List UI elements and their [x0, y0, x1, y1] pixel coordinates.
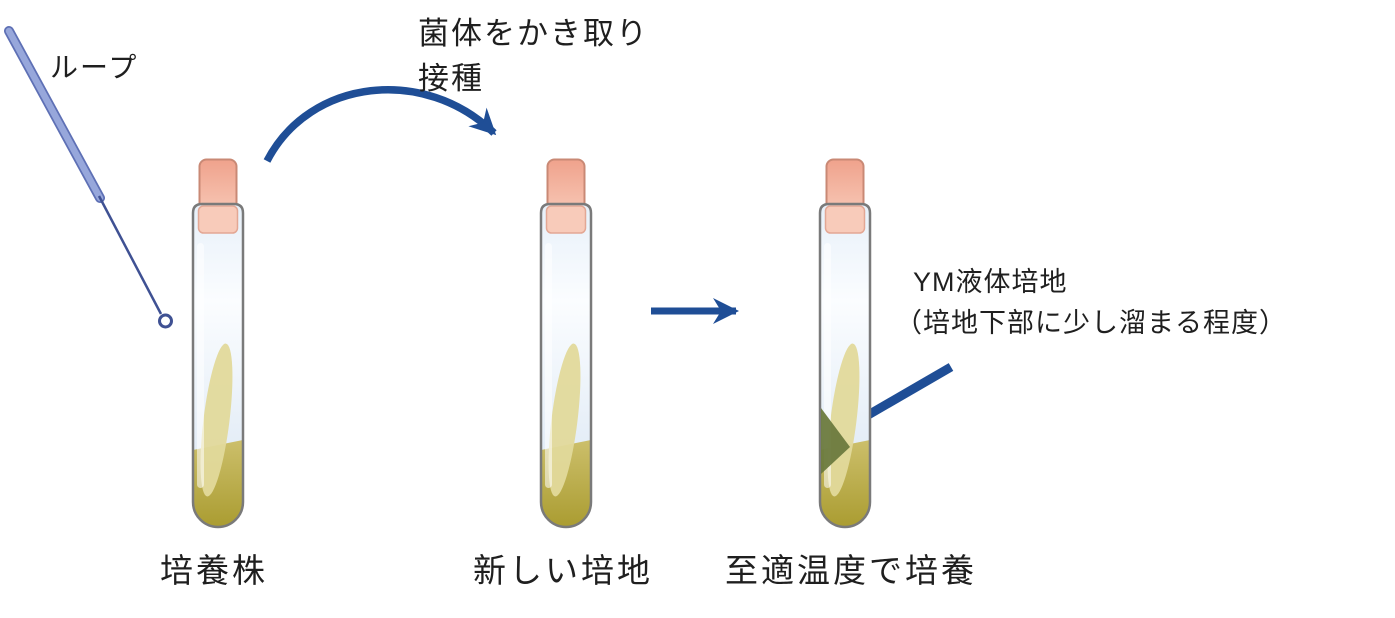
- pooled-liquid-medium: [821, 408, 850, 474]
- inoculation-loop: [4, 26, 173, 329]
- new-medium-label: 新しい培地: [473, 552, 653, 589]
- loop-handle: [5, 27, 104, 202]
- transfer-note: 菌体をかき取り 接種: [418, 12, 649, 102]
- transfer-note-line2: 接種: [418, 60, 484, 96]
- test-tube-incubation: [820, 160, 870, 531]
- transfer-arrow-curved: [263, 86, 497, 163]
- loop-ring-icon: [158, 313, 173, 329]
- incubation-label: 至適温度で培養: [725, 552, 977, 589]
- loop-label: ループ: [50, 52, 139, 83]
- transfer-note-line1: 菌体をかき取り: [418, 16, 649, 51]
- culture-stock-label: 培養株: [160, 552, 268, 589]
- test-tube-culture-stock: [193, 160, 243, 531]
- ym-note-line1: YM液体培地: [913, 267, 1068, 297]
- loop-wire: [97, 195, 163, 315]
- ym-note: YM液体培地 （培地下部に少し溜まる程度）: [895, 262, 1287, 343]
- ym-note-line2: （培地下部に少し溜まる程度）: [895, 307, 1287, 338]
- test-tube-new-medium: [541, 160, 591, 531]
